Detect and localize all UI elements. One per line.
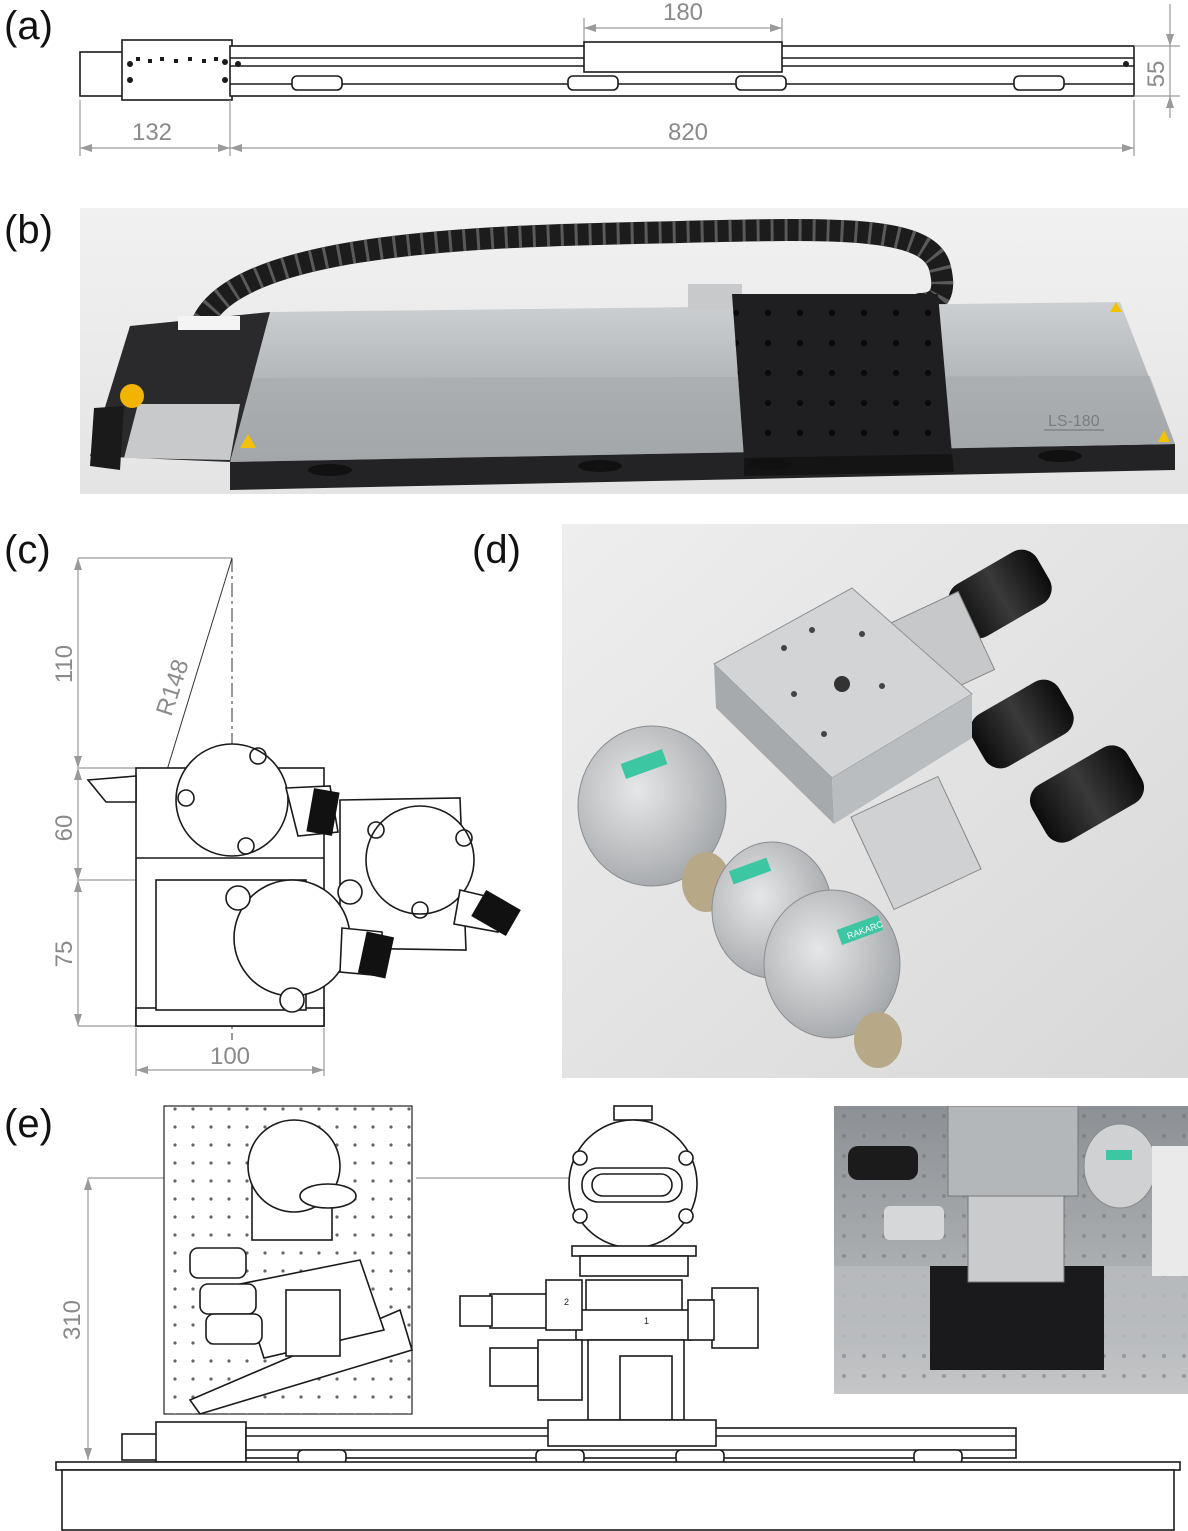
motor-black-3 [1029,745,1145,843]
dim-75: 75 [51,941,78,968]
panel-b-label: (b) [4,208,53,252]
panel-e-label: (e) [4,1102,53,1146]
dim-60: 60 [51,815,78,842]
cable-chain-links [186,219,954,349]
motor-left [848,1146,918,1180]
encoder-3 [763,889,902,1068]
dim-100: 100 [210,1043,250,1070]
encoder [1083,1123,1157,1209]
panel-b-photo: LS-180 [80,208,1188,494]
goniometer [967,1191,1065,1283]
chamber-base [947,1106,1079,1197]
panel-e-photo [834,1106,1188,1394]
dim-110: 110 [51,645,78,683]
motor-black-1 [948,549,1052,639]
linear-stage [121,1419,1017,1465]
motor-bottom [225,879,395,1013]
motor-end [79,51,129,97]
dim-55: 55 [1143,61,1170,88]
motor-top [175,743,340,857]
panel-c-label: (c) [4,528,51,572]
motor-plate [124,404,240,460]
motor-black-2 [970,679,1074,769]
product-sticker [178,316,240,330]
optical-table [55,1461,1181,1531]
warning-knob [120,384,144,408]
product-marking: LS-180 [1048,413,1100,430]
dim-180: 180 [663,0,703,26]
bracket [86,775,137,803]
dim-r148: R148 [151,656,194,719]
rail-feet [308,450,1082,476]
dim-132: 132 [132,119,172,146]
flange-number-2: 2 [564,1297,569,1307]
iso-inset [163,1105,413,1415]
panel-d-photo: RAKARC [562,524,1188,1078]
motor-housing [121,39,233,101]
chamber-assembly: 1 2 [459,1105,759,1421]
cloth [1152,1146,1188,1276]
panel-a-drawing: 180 55 132 820 [79,0,1180,156]
dim-310: 310 [59,1300,86,1340]
rail-feet [291,75,1065,91]
carriage [930,1266,1104,1370]
dim-820: 820 [668,119,708,146]
motor-right [339,797,521,951]
gearbox-left [884,1206,944,1240]
warning-triangle-left [240,434,256,448]
panel-d-label: (d) [472,528,521,572]
motor-connector-holes [127,57,228,83]
panel-e-drawing: 310 1 2 [55,1105,1181,1531]
warning-triangle-right [1158,430,1170,442]
flange-number-1: 1 [644,1316,649,1326]
panel-a-label: (a) [4,4,53,48]
carriage [583,41,783,73]
panel-c-drawing: 110 60 75 R148 100 [51,557,521,1076]
